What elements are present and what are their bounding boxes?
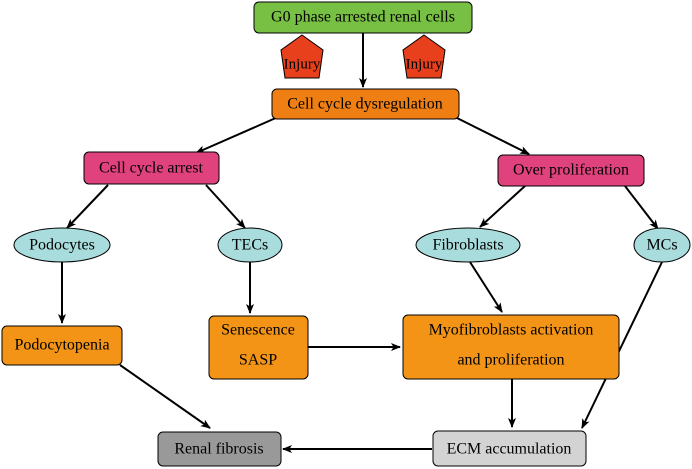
node-mcs-label: MCs (646, 237, 677, 254)
node-fibroblasts: Fibroblasts (415, 227, 521, 263)
injury-right-shape (402, 34, 446, 79)
node-ecm: ECM accumulation (432, 430, 587, 467)
node-overprolif-box (497, 154, 645, 187)
node-podocytes-label: Podocytes (29, 237, 95, 254)
injury-left: Injury (280, 34, 324, 79)
node-tecs-shape (217, 227, 283, 263)
edge-arrest-to-podocytes (66, 184, 109, 229)
edge-fibroblasts-to-myofibroblasts (469, 261, 503, 313)
node-arrest-label: Cell cycle arrest (99, 160, 204, 177)
node-podocytes-shape (13, 227, 111, 263)
node-fibrosis-label: Renal fibrosis (174, 441, 263, 458)
node-fibrosis: Renal fibrosis (157, 431, 282, 467)
node-overprolif-label: Over proliferation (513, 162, 629, 179)
edge-podocytopenia-to-fibrosis (119, 364, 211, 429)
node-g0-box (253, 1, 473, 34)
node-myofibroblasts-line1: Myofibroblasts activation (429, 322, 594, 339)
edge-overprolif-to-mcs (624, 185, 659, 230)
node-podocytes: Podocytes (13, 227, 111, 263)
edge-arrest-to-tecs (205, 184, 246, 229)
node-tecs-label: TECs (232, 237, 268, 254)
node-podocytopenia-label: Podocytopenia (14, 337, 109, 354)
node-myofibroblasts: Myofibroblasts activation and proliferat… (402, 314, 620, 380)
node-dysregulation-box (271, 88, 460, 120)
node-mcs-shape (633, 227, 691, 263)
node-ecm-label: ECM accumulation (447, 441, 572, 458)
edge-mcs-to-ecm (581, 261, 663, 429)
node-senescence-line1: Senescence (221, 322, 295, 339)
node-podocytopenia-box (1, 325, 123, 366)
injury-right: Injury (402, 34, 446, 79)
node-fibroblasts-label: Fibroblasts (432, 237, 503, 254)
node-ecm-box (432, 430, 587, 467)
node-tecs: TECs (217, 227, 283, 263)
edge-overprolif-to-fibroblasts (479, 185, 526, 228)
edge-dysregulation-to-arrest (195, 116, 279, 154)
node-overprolif: Over proliferation (497, 154, 645, 187)
node-arrest: Cell cycle arrest (83, 151, 220, 185)
node-dysregulation-label: Cell cycle dysregulation (287, 96, 443, 113)
node-arrest-box (83, 151, 220, 185)
node-fibrosis-box (157, 431, 282, 467)
node-myofibroblasts-line2: and proliferation (457, 352, 564, 369)
edge-dysregulation-to-overprolif (454, 116, 530, 155)
node-mcs: MCs (633, 227, 691, 263)
node-senescence-line2: SASP (239, 352, 277, 369)
node-podocytopenia: Podocytopenia (1, 325, 123, 366)
node-myofibroblasts-box (402, 314, 620, 380)
node-senescence-box (208, 315, 309, 380)
node-senescence: Senescence SASP (208, 315, 309, 380)
injury-left-label: Injury (284, 56, 321, 72)
node-fibroblasts-shape (415, 227, 521, 263)
node-g0-label: G0 phase arrested renal cells (271, 9, 455, 26)
node-g0: G0 phase arrested renal cells (253, 1, 473, 34)
node-dysregulation: Cell cycle dysregulation (271, 88, 460, 120)
injury-right-label: Injury (406, 56, 443, 72)
edges (58, 33, 663, 453)
injury-left-shape (280, 34, 324, 79)
